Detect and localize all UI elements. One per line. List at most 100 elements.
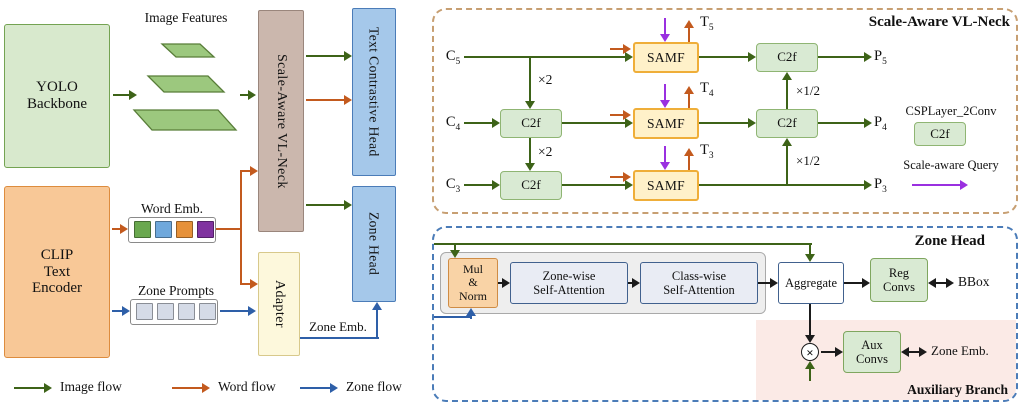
samf-box-3: SAMF [633, 170, 699, 201]
bbox-label: BBox [958, 274, 990, 289]
scale-aware-query-legend-label: Scale-aware Query [903, 158, 999, 172]
vl-neck-box: Scale-Aware VL-Neck [258, 10, 304, 232]
csp-layer-legend-label: CSPLayer_2Conv [905, 104, 997, 118]
zone-head-panel-title: Zone Head [914, 233, 985, 249]
arrow-zoneprompts-to-adapter [220, 305, 256, 318]
c2f-box-low: C2f [500, 171, 562, 200]
p4-label: P4 [874, 114, 887, 133]
word-emb-chip-4 [197, 221, 214, 238]
arrow-c2f-to-p5 [818, 51, 872, 64]
legend-zone-flow-label: Zone flow [346, 379, 402, 394]
multiply-icon: × [801, 343, 819, 361]
auxiliary-branch-label: Auxiliary Branch [907, 382, 1008, 397]
arrow-samf3-to-p3 [699, 179, 872, 192]
p3-label: P3 [874, 176, 887, 195]
zone-prompts-label: Zone Prompts [137, 283, 215, 298]
legend-zone-flow-arrow [300, 382, 338, 395]
scale-aware-query-legend-arrow [912, 179, 968, 192]
query-arrow-samf5 [659, 18, 672, 42]
zone-wise-self-attention-box: Zone-wise Self-Attention [510, 262, 628, 304]
arrow-clip-to-zoneprompts [112, 305, 130, 318]
arrow-upsample-c5 [524, 57, 537, 109]
t4-label: T4 [700, 80, 714, 99]
image-features-label: Image Features [144, 10, 228, 25]
aggregate-label: Aggregate [784, 276, 838, 290]
p5-label: P5 [874, 48, 887, 67]
downsample-label-1: ×1/2 [796, 83, 820, 98]
class-wise-self-attention-box: Class-wise Self-Attention [640, 262, 758, 304]
zone-emb-out-label: Zone Emb. [931, 343, 989, 358]
arrow-samf5-to-c2f [699, 51, 756, 64]
t5-out-arrow [683, 20, 696, 42]
c2f-label: C2f [777, 115, 797, 131]
t4-out-arrow [683, 86, 696, 108]
legend-image-flow-label: Image flow [60, 379, 122, 394]
zone-prompt-chip-4 [199, 303, 216, 320]
query-arrow-samf3 [659, 146, 672, 170]
t5-label: T5 [700, 14, 714, 33]
zone-prompt-chip-3 [178, 303, 195, 320]
arrow-auxconvs-zoneemb [901, 346, 927, 359]
arrow-neck-to-zonehead [306, 199, 352, 212]
c2f-legend-box: C2f [914, 122, 966, 146]
line-wordemb-branch-v [240, 170, 243, 285]
arrow-multiply-to-auxconvs [821, 346, 843, 359]
feature-maps-icon [132, 43, 238, 131]
zone-emb-left-label: Zone Emb. [309, 319, 367, 334]
arrow-zoneemb-to-zonehead [371, 302, 384, 338]
vl-neck-panel-title: Scale-Aware VL-Neck [868, 14, 1010, 30]
c3-label: C3 [445, 176, 461, 195]
c5-label: C5 [445, 48, 461, 67]
arrow-image-to-aggregate [804, 245, 817, 262]
arrow-features-to-neck [240, 89, 256, 102]
samf-box-5: SAMF [633, 42, 699, 73]
arrow-c4-to-c2f [464, 117, 500, 130]
yolo-backbone-box: YOLO Backbone [4, 24, 110, 168]
c2f-box-mid: C2f [500, 109, 562, 138]
word-arrow-samf4 [610, 109, 631, 122]
arrow-wordemb-to-neck [241, 165, 258, 178]
zone-prompt-chip-1 [136, 303, 153, 320]
arrow-zoneemb-to-mulnorm [465, 308, 478, 319]
arrow-upsample-c4 [524, 138, 537, 171]
samf-label: SAMF [647, 49, 685, 65]
zone-head-box: Zone Head [352, 186, 396, 302]
c2f-box-p4: C2f [756, 109, 818, 138]
line-adapter-out-h [300, 337, 379, 340]
arrow-c2f-to-p4 [818, 117, 872, 130]
legend-word-flow-label: Word flow [218, 379, 276, 394]
zone-head-label: Zone Head [366, 212, 382, 276]
arrow-c2f-to-samf4 [562, 117, 633, 130]
zone-emb-flow-line [434, 316, 472, 319]
word-emb-chip-3 [176, 221, 193, 238]
upsample-label-2: ×2 [538, 144, 553, 159]
c2f-label: C2f [521, 115, 541, 131]
c2f-label: C2f [521, 177, 541, 193]
mul-norm-box: Mul & Norm [448, 258, 498, 308]
arrow-wordemb-to-adapter [241, 278, 258, 291]
reg-convs-label: Reg Convs [883, 266, 915, 294]
upsample-label-1: ×2 [538, 72, 553, 87]
mul-norm-label: Mul & Norm [459, 261, 487, 303]
arrow-c3-to-c2f [464, 179, 500, 192]
vl-neck-label: Scale-Aware VL-Neck [273, 53, 289, 189]
word-emb-chip-2 [155, 221, 172, 238]
clip-text-encoder-label: CLIP Text Encoder [32, 246, 82, 297]
c2f-label: C2f [777, 49, 797, 65]
arrow-regconvs-bbox [928, 277, 954, 290]
arrow-neck-to-contrastive-image [306, 50, 352, 63]
vl-neck-panel [432, 8, 1018, 214]
samf-label: SAMF [647, 115, 685, 131]
arrow-image-to-mulnorm [449, 245, 462, 258]
word-arrow-samf3 [610, 171, 631, 184]
aggregate-box: Aggregate [778, 262, 844, 304]
reg-convs-box: Reg Convs [870, 258, 928, 302]
legend-word-flow-arrow [172, 382, 210, 395]
arrow-zonesa-to-classsa [628, 277, 640, 290]
samf-box-4: SAMF [633, 108, 699, 139]
arrow-samf4-to-c2f [699, 117, 756, 130]
arrow-neck-to-contrastive-word [306, 94, 352, 107]
clip-text-encoder-box: CLIP Text Encoder [4, 186, 110, 358]
text-contrastive-head-label: Text Contrastive Head [366, 27, 382, 157]
